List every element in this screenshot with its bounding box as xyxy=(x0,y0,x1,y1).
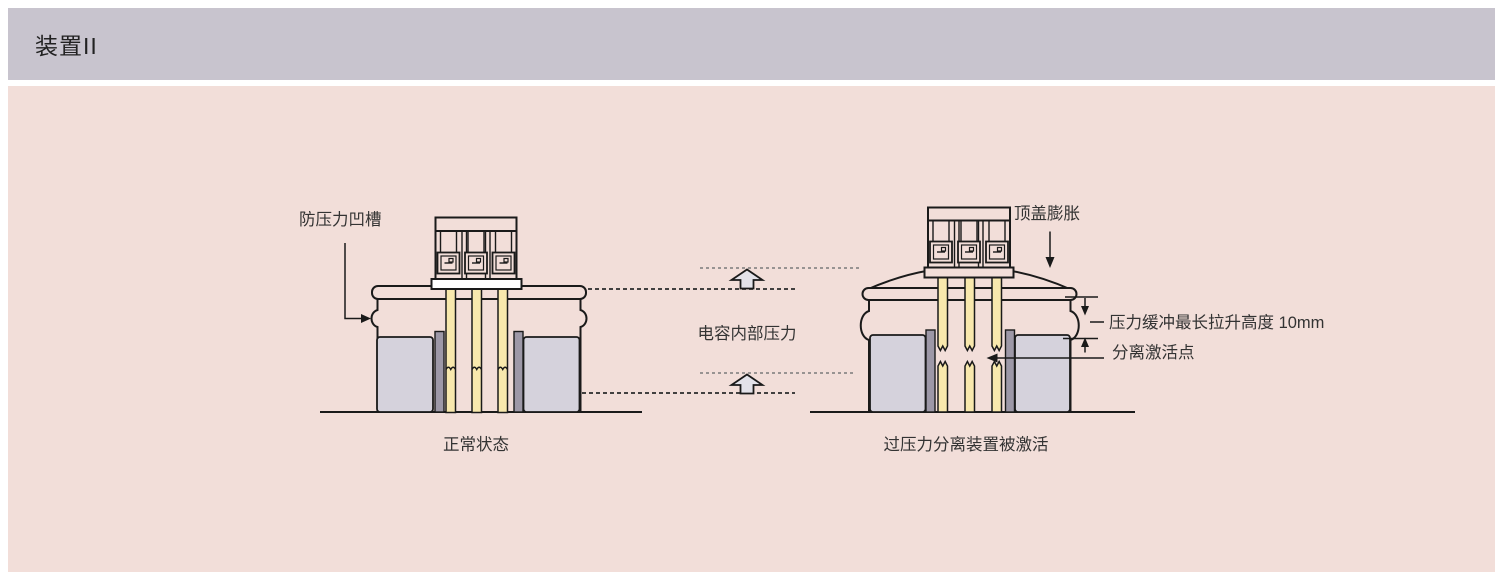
winding-strip xyxy=(925,329,936,413)
normal-state-capacitor xyxy=(320,216,642,414)
left-wall-with-groove xyxy=(370,299,379,412)
pressure-up-arrow-icon xyxy=(728,373,766,395)
pressure-up-arrows xyxy=(728,268,766,395)
right-wall-with-groove xyxy=(579,299,588,412)
groove-label: 防压力凹槽 xyxy=(299,211,382,229)
activated-state-caption: 过压力分离装置被激活 xyxy=(883,436,1049,454)
cover-expand-label: 顶盖膨胀 xyxy=(1014,205,1080,223)
down-arrowhead-icon xyxy=(1045,257,1055,268)
left-wall-stretched-groove xyxy=(859,300,870,412)
pin-notch xyxy=(471,366,483,372)
header-bar: 装置II xyxy=(8,8,1495,80)
cover-expand-arrow xyxy=(1045,231,1055,268)
winding-block xyxy=(522,336,581,413)
right-wall-stretched-groove xyxy=(1069,300,1080,412)
winding-block xyxy=(1014,334,1071,413)
down-arrowhead-icon xyxy=(1081,306,1089,316)
winding-strip xyxy=(434,330,445,413)
left-arrowhead-icon xyxy=(986,353,998,363)
right-arrowhead-icon xyxy=(361,314,371,323)
terminal-block xyxy=(430,216,523,290)
activated-state-capacitor xyxy=(810,206,1135,413)
terminal-base-plate xyxy=(430,278,523,290)
separation-point-label: 分离激活点 xyxy=(1112,344,1195,362)
winding-block xyxy=(376,336,434,413)
terminal-base-plate xyxy=(923,266,1015,279)
pressure-up-arrow-icon xyxy=(728,268,766,290)
terminal-pins xyxy=(445,288,509,414)
pin-notch xyxy=(445,366,457,372)
page-title: 装置II xyxy=(35,33,98,59)
internal-pressure-label: 电容内部压力 xyxy=(697,325,797,343)
pin-notch xyxy=(497,366,509,372)
groove-leader-arrow xyxy=(344,243,371,323)
lift-dimension-marker xyxy=(1063,296,1104,353)
terminal-block xyxy=(923,206,1015,279)
winding-strip xyxy=(513,330,524,413)
separated-terminal-pins xyxy=(937,276,1003,413)
reference-dotted-lines xyxy=(582,267,861,394)
separation-point-leader xyxy=(986,353,1104,363)
winding-block xyxy=(869,334,927,413)
winding-strip xyxy=(1004,329,1016,413)
normal-state-caption: 正常状态 xyxy=(443,436,509,454)
up-arrowhead-icon xyxy=(1081,337,1089,347)
diagram-panel xyxy=(8,86,1495,572)
lift-height-label: 压力缓冲最长拉升高度 10mm xyxy=(1109,314,1325,332)
